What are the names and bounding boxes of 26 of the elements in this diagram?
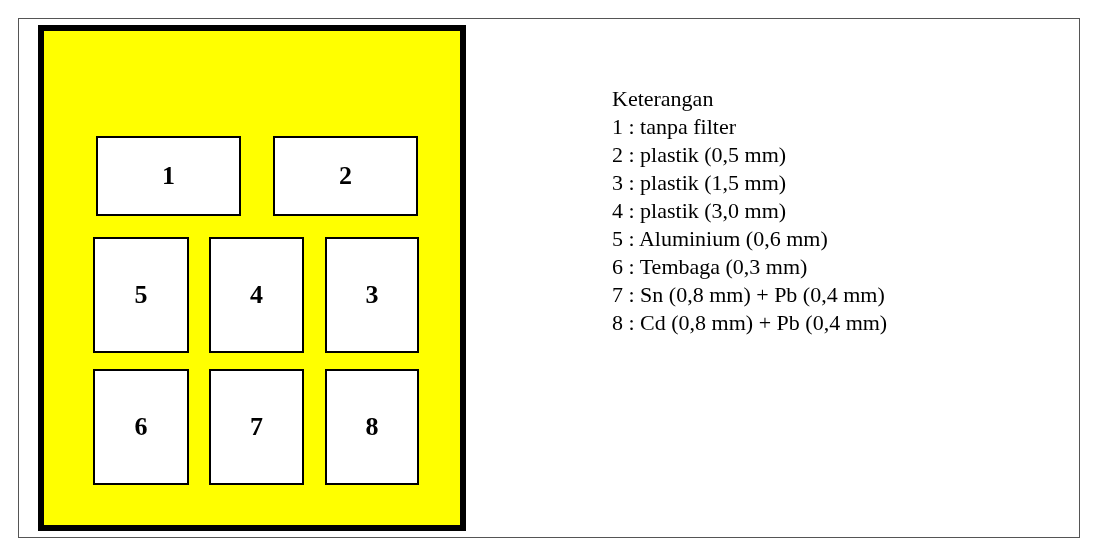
filter-window	[325, 369, 419, 485]
filter-number: 5	[134, 280, 148, 310]
filter-number: 1	[162, 161, 175, 191]
legend-entry: 3 : plastik (1,5 mm)	[612, 170, 787, 196]
filter-window	[93, 369, 189, 485]
legend-entry: 7 : Sn (0,8 mm) + Pb (0,4 mm)	[612, 282, 885, 308]
filter-window	[209, 369, 304, 485]
legend-entry: 4 : plastik (3,0 mm)	[612, 198, 787, 224]
filter-number: 6	[134, 412, 148, 442]
filter-window	[96, 136, 241, 216]
filter-number: 8	[365, 412, 379, 442]
legend-entry: 8 : Cd (0,8 mm) + Pb (0,4 mm)	[612, 310, 888, 336]
legend-entry: 6 : Tembaga (0,3 mm)	[612, 254, 808, 280]
legend-entry: 2 : plastik (0,5 mm)	[612, 142, 787, 168]
filter-number: 3	[365, 280, 379, 310]
filter-window	[325, 237, 419, 353]
filter-window	[273, 136, 418, 216]
legend-entry: 1 : tanpa filter	[612, 114, 736, 140]
filter-holder-panel	[38, 25, 466, 531]
legend-heading: Keterangan	[612, 86, 714, 112]
filter-number: 7	[250, 412, 263, 442]
filter-number: 2	[339, 161, 352, 191]
filter-number: 4	[250, 280, 263, 310]
legend-entry: 5 : Aluminium (0,6 mm)	[612, 226, 828, 252]
filter-window	[93, 237, 189, 353]
filter-window	[209, 237, 304, 353]
